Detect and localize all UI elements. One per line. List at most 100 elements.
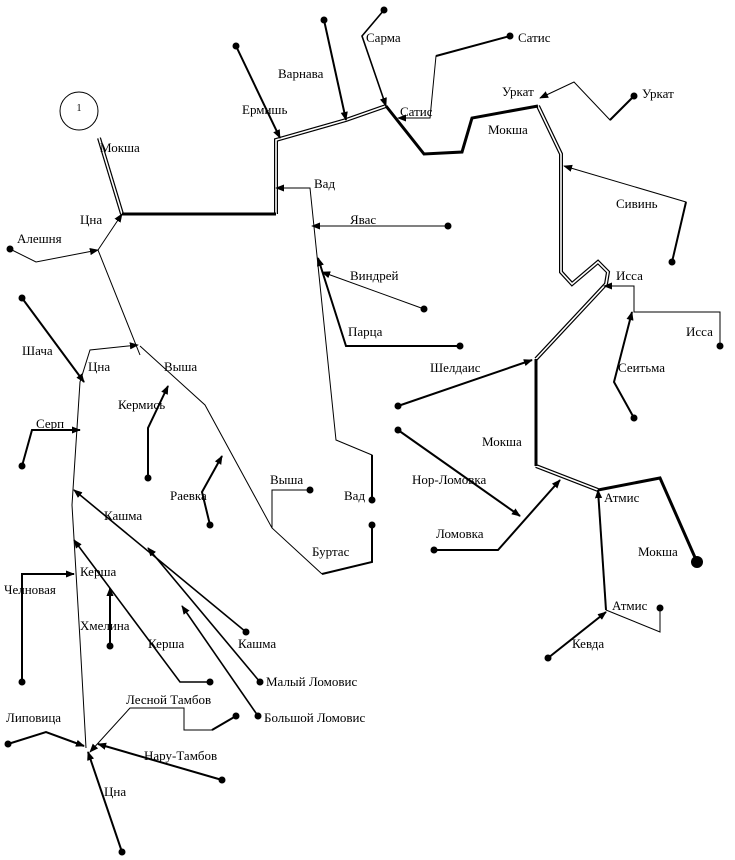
lesnoi-tambov-river	[89, 707, 237, 753]
label-vysha-upper: Выша	[164, 359, 197, 374]
label-moksha-bottom: Мокша	[638, 544, 678, 559]
ermish-source	[232, 42, 240, 50]
tsna-lower-river	[87, 751, 123, 853]
sarma-river	[361, 9, 387, 107]
moksha-trunk-satis	[384, 104, 539, 156]
label-atmis-lower: Атмис	[612, 598, 648, 613]
main-stem-moksha-east	[534, 105, 611, 361]
kersha-river	[73, 539, 210, 683]
sheldais-source	[394, 402, 402, 410]
main-stem-moksha-outlet	[97, 137, 124, 215]
chelnovaya-source	[18, 678, 26, 686]
tsna-lower-source	[118, 848, 126, 856]
lesnoi-tambov-source	[232, 712, 240, 720]
label-kersha-left: Керша	[80, 564, 116, 579]
label-urkat-right: Уркат	[642, 86, 674, 101]
kermis-river	[147, 385, 169, 478]
main-stem-moksha-upper	[274, 104, 387, 214]
burtas-source	[368, 521, 376, 529]
issa-source	[716, 342, 724, 350]
vysha-lower-source	[306, 486, 314, 494]
yavas-source	[444, 222, 452, 230]
serp-source	[18, 462, 26, 470]
aleshnya-source	[6, 245, 14, 253]
partsa-source	[456, 342, 464, 350]
label-vad-upper: Вад	[314, 176, 335, 191]
label-kashma-lower: Кашма	[238, 636, 276, 651]
main-stem-moksha-atmis	[535, 464, 599, 492]
outlet-node-label: 1	[77, 103, 82, 114]
label-kersha-mid: Керша	[148, 636, 184, 651]
malyi-lomovis-source	[256, 678, 264, 686]
label-tsna-upper: Цна	[80, 212, 102, 227]
naru-tambov-river	[97, 742, 223, 781]
label-seitma: Сеитьма	[618, 360, 665, 375]
label-varnava: Варнава	[278, 66, 324, 81]
kermis-source	[144, 474, 152, 482]
label-satis-top: Сатис	[518, 30, 551, 45]
bolshoi-lomovis-river	[181, 605, 259, 717]
tsna-upper-river	[97, 213, 141, 356]
kashma-source	[242, 628, 250, 636]
label-kermis: Кермись	[118, 397, 165, 412]
label-issa-right: Исса	[686, 324, 713, 339]
kersha-source	[206, 678, 214, 686]
label-yavas: Явас	[350, 212, 376, 227]
seitma-river	[612, 311, 635, 419]
label-shacha: Шача	[22, 343, 53, 358]
shacha-source	[18, 294, 26, 302]
label-khmelina: Хмелина	[80, 618, 130, 633]
label-atmis-upper: Атмис	[604, 490, 640, 505]
varnava-source	[320, 16, 328, 24]
label-tsna-mid: Цна	[88, 359, 110, 374]
shacha-river	[21, 297, 85, 383]
lesnoi-tambov-source-link	[211, 715, 237, 731]
moksha-bottom-source	[691, 556, 703, 568]
chelnovaya-river	[21, 570, 75, 682]
lipovitsa-river	[7, 730, 85, 747]
label-partsa: Парца	[348, 324, 383, 339]
atmis-upper-river	[605, 608, 661, 633]
sheldais-river	[397, 359, 533, 407]
aleshnya-river	[9, 248, 99, 263]
issa-river	[603, 282, 721, 346]
urkat-source	[630, 92, 638, 100]
label-issa-upper: Исса	[616, 268, 643, 283]
atmis-river	[594, 489, 607, 611]
varnava-river	[323, 19, 348, 121]
label-lipovitsa: Липовица	[6, 710, 61, 725]
raevka-source	[206, 521, 214, 529]
satis-top-link	[435, 35, 511, 57]
label-vysha-lower: Выша	[270, 472, 303, 487]
label-vindrei: Виндрей	[350, 268, 398, 283]
atmis-source	[656, 604, 664, 612]
raevka-river	[200, 455, 223, 526]
label-moksha-right: Мокша	[488, 122, 528, 137]
burtas-river	[321, 525, 373, 575]
partsa-river	[317, 257, 460, 347]
kashma-river	[73, 489, 247, 633]
lomovka-source	[430, 546, 438, 554]
vindrei-river	[321, 271, 425, 310]
naru-tambov-source	[218, 776, 226, 784]
khmelina-source	[106, 642, 114, 650]
urkat-upper-link	[609, 95, 635, 121]
vad-river	[275, 184, 373, 500]
sivin-river	[563, 164, 687, 263]
moksha-trunk-lower	[597, 476, 699, 563]
label-kevda: Кевда	[572, 636, 604, 651]
malyi-lomovis-river	[147, 547, 261, 683]
vysha-river	[139, 345, 323, 575]
sivin-lower-link	[671, 201, 687, 263]
vindrei-source	[420, 305, 428, 313]
label-lomovka: Ломовка	[436, 526, 484, 541]
lomovka-river	[434, 479, 561, 551]
label-sivin: Сивинь	[616, 196, 658, 211]
label-raevka: Раевка	[170, 488, 207, 503]
label-urkat-left: Уркат	[502, 84, 534, 99]
label-vad-lower: Вад	[344, 488, 365, 503]
label-moksha-mid: Мокша	[482, 434, 522, 449]
label-kashma-upper: Кашма	[104, 508, 142, 523]
vad-source	[368, 496, 376, 504]
